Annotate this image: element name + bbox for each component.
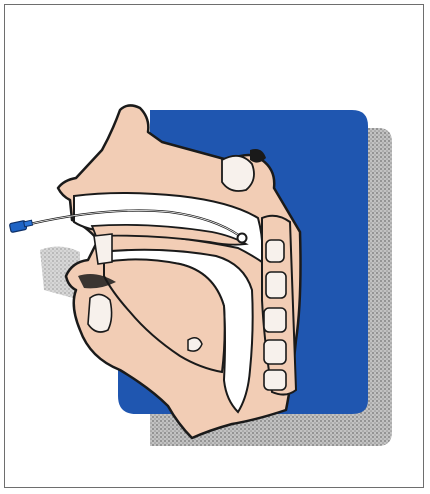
catheter-tip xyxy=(238,234,247,243)
vertebra xyxy=(264,370,286,390)
vertebra xyxy=(264,308,286,332)
catheter-connector-icon xyxy=(9,220,32,232)
vertebra xyxy=(266,272,286,298)
sphenoid-sinus xyxy=(222,156,254,191)
vertebra xyxy=(266,240,284,262)
vertebra xyxy=(264,340,286,364)
lower-jaw-bone xyxy=(88,294,112,332)
upper-teeth xyxy=(94,234,112,264)
